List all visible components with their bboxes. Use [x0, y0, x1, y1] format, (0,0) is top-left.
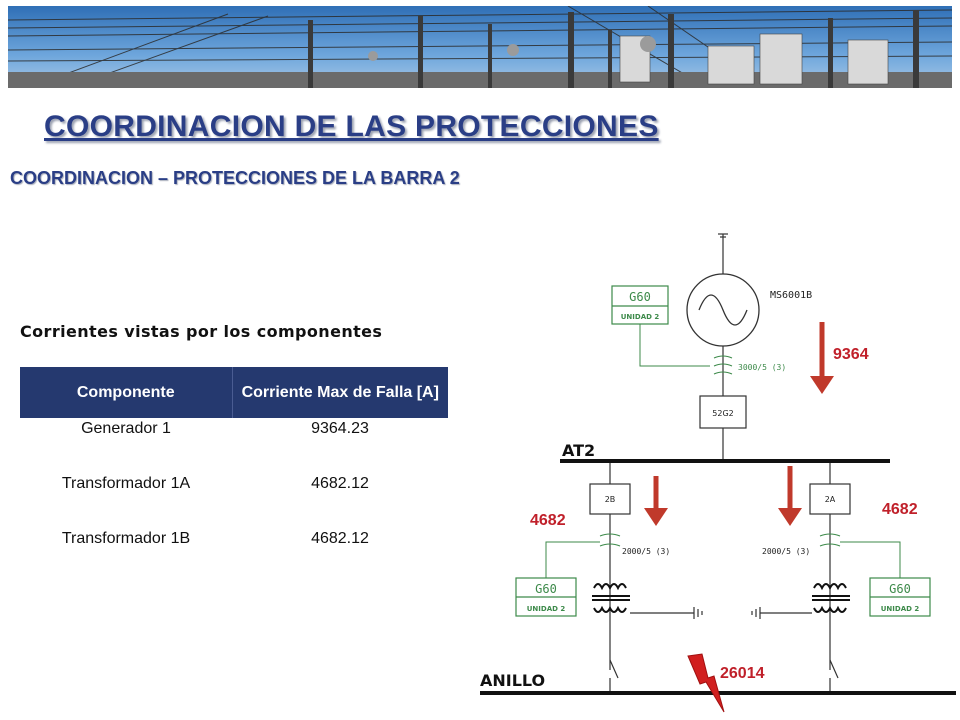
cell-current: 4682.12 [311, 530, 369, 547]
generator-label: MS6001B [770, 290, 812, 301]
ring-label: ANILLO [480, 671, 545, 690]
left-ground-icon [630, 607, 703, 619]
left-relay-model: G60 [535, 582, 557, 596]
page-title: COORDINACION DE LAS PROTECCIONES [44, 110, 659, 143]
generator-icon [686, 273, 760, 347]
left-breaker: 2B [589, 483, 631, 515]
generator-breaker-label: 52G2 [712, 409, 733, 418]
substation-photo [8, 6, 952, 88]
page-subtitle: COORDINACION – PROTECCIONES DE LA BARRA … [10, 168, 460, 188]
right-ground-icon [751, 607, 812, 619]
left-breaker-label: 2B [605, 495, 616, 504]
right-ct-icon [819, 533, 841, 547]
left-current-arrow-icon [644, 476, 668, 526]
single-line-diagram: MS6001B G60 UNIDAD 2 3000/5 (3) 52G2 AT2… [480, 233, 956, 713]
right-relay: G60 UNIDAD 2 [869, 577, 931, 617]
left-disconnect-switch-icon [609, 659, 619, 679]
right-relay-unit: UNIDAD 2 [881, 605, 920, 613]
right-current-label: 4682 [882, 501, 918, 518]
fault-current-table: Componente Corriente Max de Falla [A] Ge… [20, 367, 448, 583]
table-header-row: Componente Corriente Max de Falla [A] [20, 367, 448, 418]
right-breaker-label: 2A [825, 495, 836, 504]
right-disconnect-switch-icon [829, 659, 839, 679]
fault-lightning-icon [687, 653, 725, 713]
header-corriente: Corriente Max de Falla [A] [232, 367, 448, 418]
right-relay-model: G60 [889, 582, 911, 596]
right-transformer-icon [812, 583, 850, 613]
generator-ct-icon [713, 355, 733, 375]
right-ct-ratio: 2000/5 (3) [762, 547, 810, 556]
generator-current-arrow-icon [810, 322, 834, 394]
generator-relay-model: G60 [629, 290, 651, 304]
table-row: Generador 1 9364.23 [20, 418, 448, 473]
cell-component: Generador 1 [81, 420, 171, 437]
generator-relay: G60 UNIDAD 2 [611, 285, 669, 325]
left-ct-icon [599, 533, 621, 547]
right-current-arrow-icon [778, 466, 802, 526]
generator-ct-ratio: 3000/5 (3) [738, 363, 786, 372]
cell-current: 4682.12 [311, 475, 369, 492]
cell-component: Transformador 1A [61, 475, 191, 492]
left-current-label: 4682 [530, 512, 566, 529]
table-heading: Corrientes vistas por los componentes [20, 322, 383, 341]
left-relay: G60 UNIDAD 2 [515, 577, 577, 617]
generator-relay-unit: UNIDAD 2 [621, 313, 660, 321]
table-row: Transformador 1B 4682.12 [20, 528, 448, 583]
left-relay-unit: UNIDAD 2 [527, 605, 566, 613]
substation-banner-image [8, 6, 952, 88]
left-transformer-icon [592, 583, 630, 613]
right-breaker: 2A [809, 483, 851, 515]
bus-label: AT2 [562, 441, 595, 460]
table-row: Transformador 1A 4682.12 [20, 473, 448, 528]
generator-current-label: 9364 [833, 346, 869, 363]
generator-ground-icon [718, 233, 728, 278]
cell-component: Transformador 1B [61, 530, 191, 547]
header-componente: Componente [20, 367, 233, 418]
left-ct-ratio: 2000/5 (3) [622, 547, 670, 556]
fault-current-label: 26014 [720, 665, 765, 682]
cell-current: 9364.23 [311, 420, 369, 437]
generator-breaker: 52G2 [699, 395, 747, 429]
